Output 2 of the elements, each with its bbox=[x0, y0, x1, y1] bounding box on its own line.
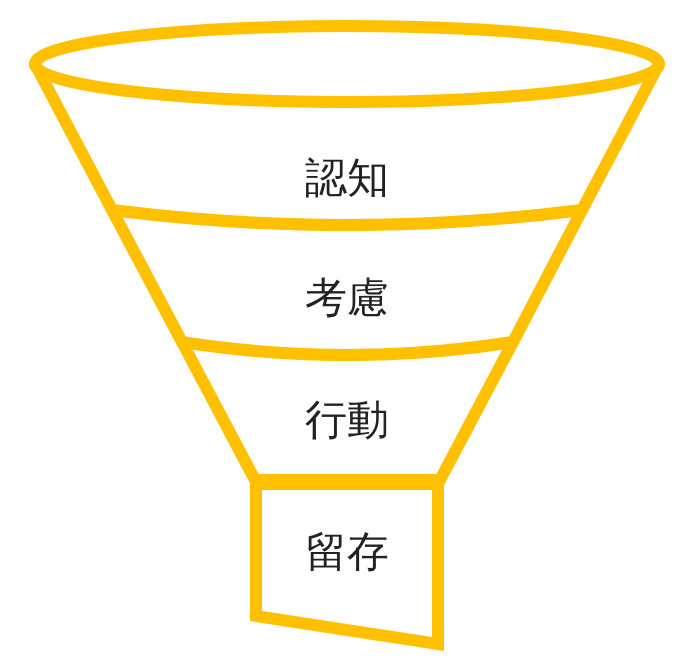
stage-label: 認知 bbox=[305, 157, 389, 199]
stage-label: 留存 bbox=[305, 531, 389, 573]
